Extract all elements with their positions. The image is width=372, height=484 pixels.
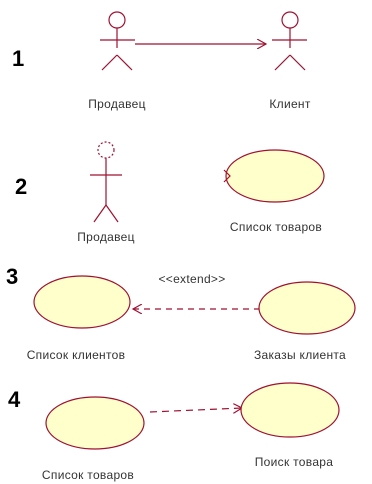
row3-left-use-case-ellipse <box>33 275 131 329</box>
row4-left-use-case-ellipse <box>45 396 145 450</box>
row3-number: 3 <box>6 264 19 289</box>
row3-left-use-case-label: Список клиентов <box>26 348 126 362</box>
row3-stereotype-label: <<extend>> <box>158 272 226 286</box>
row3-right-use-case-ellipse <box>258 281 356 335</box>
row2-actor-icon <box>90 141 122 223</box>
row4-right-use-case-label: Поиск товара <box>254 455 334 469</box>
row2-actor-label: Продавец <box>77 230 135 244</box>
row3-right-use-case-label: Заказы клиента <box>253 348 347 362</box>
row2-use-case-ellipse <box>223 149 325 203</box>
row4-number: 4 <box>8 387 21 412</box>
row1-left-actor-icon <box>100 11 135 71</box>
row4-dependency-dashed-arrow <box>149 408 242 412</box>
row1-left-actor-label: Продавец <box>88 97 146 111</box>
row1-right-actor-icon <box>272 11 307 71</box>
row1-right-actor-label: Клиент <box>269 97 311 111</box>
row2-number: 2 <box>15 174 28 199</box>
row1-number: 1 <box>12 46 25 71</box>
row2-use-case-label: Список товаров <box>229 220 323 234</box>
row4-left-use-case-label: Список товаров <box>41 468 135 482</box>
row4-right-use-case-ellipse <box>240 382 340 438</box>
